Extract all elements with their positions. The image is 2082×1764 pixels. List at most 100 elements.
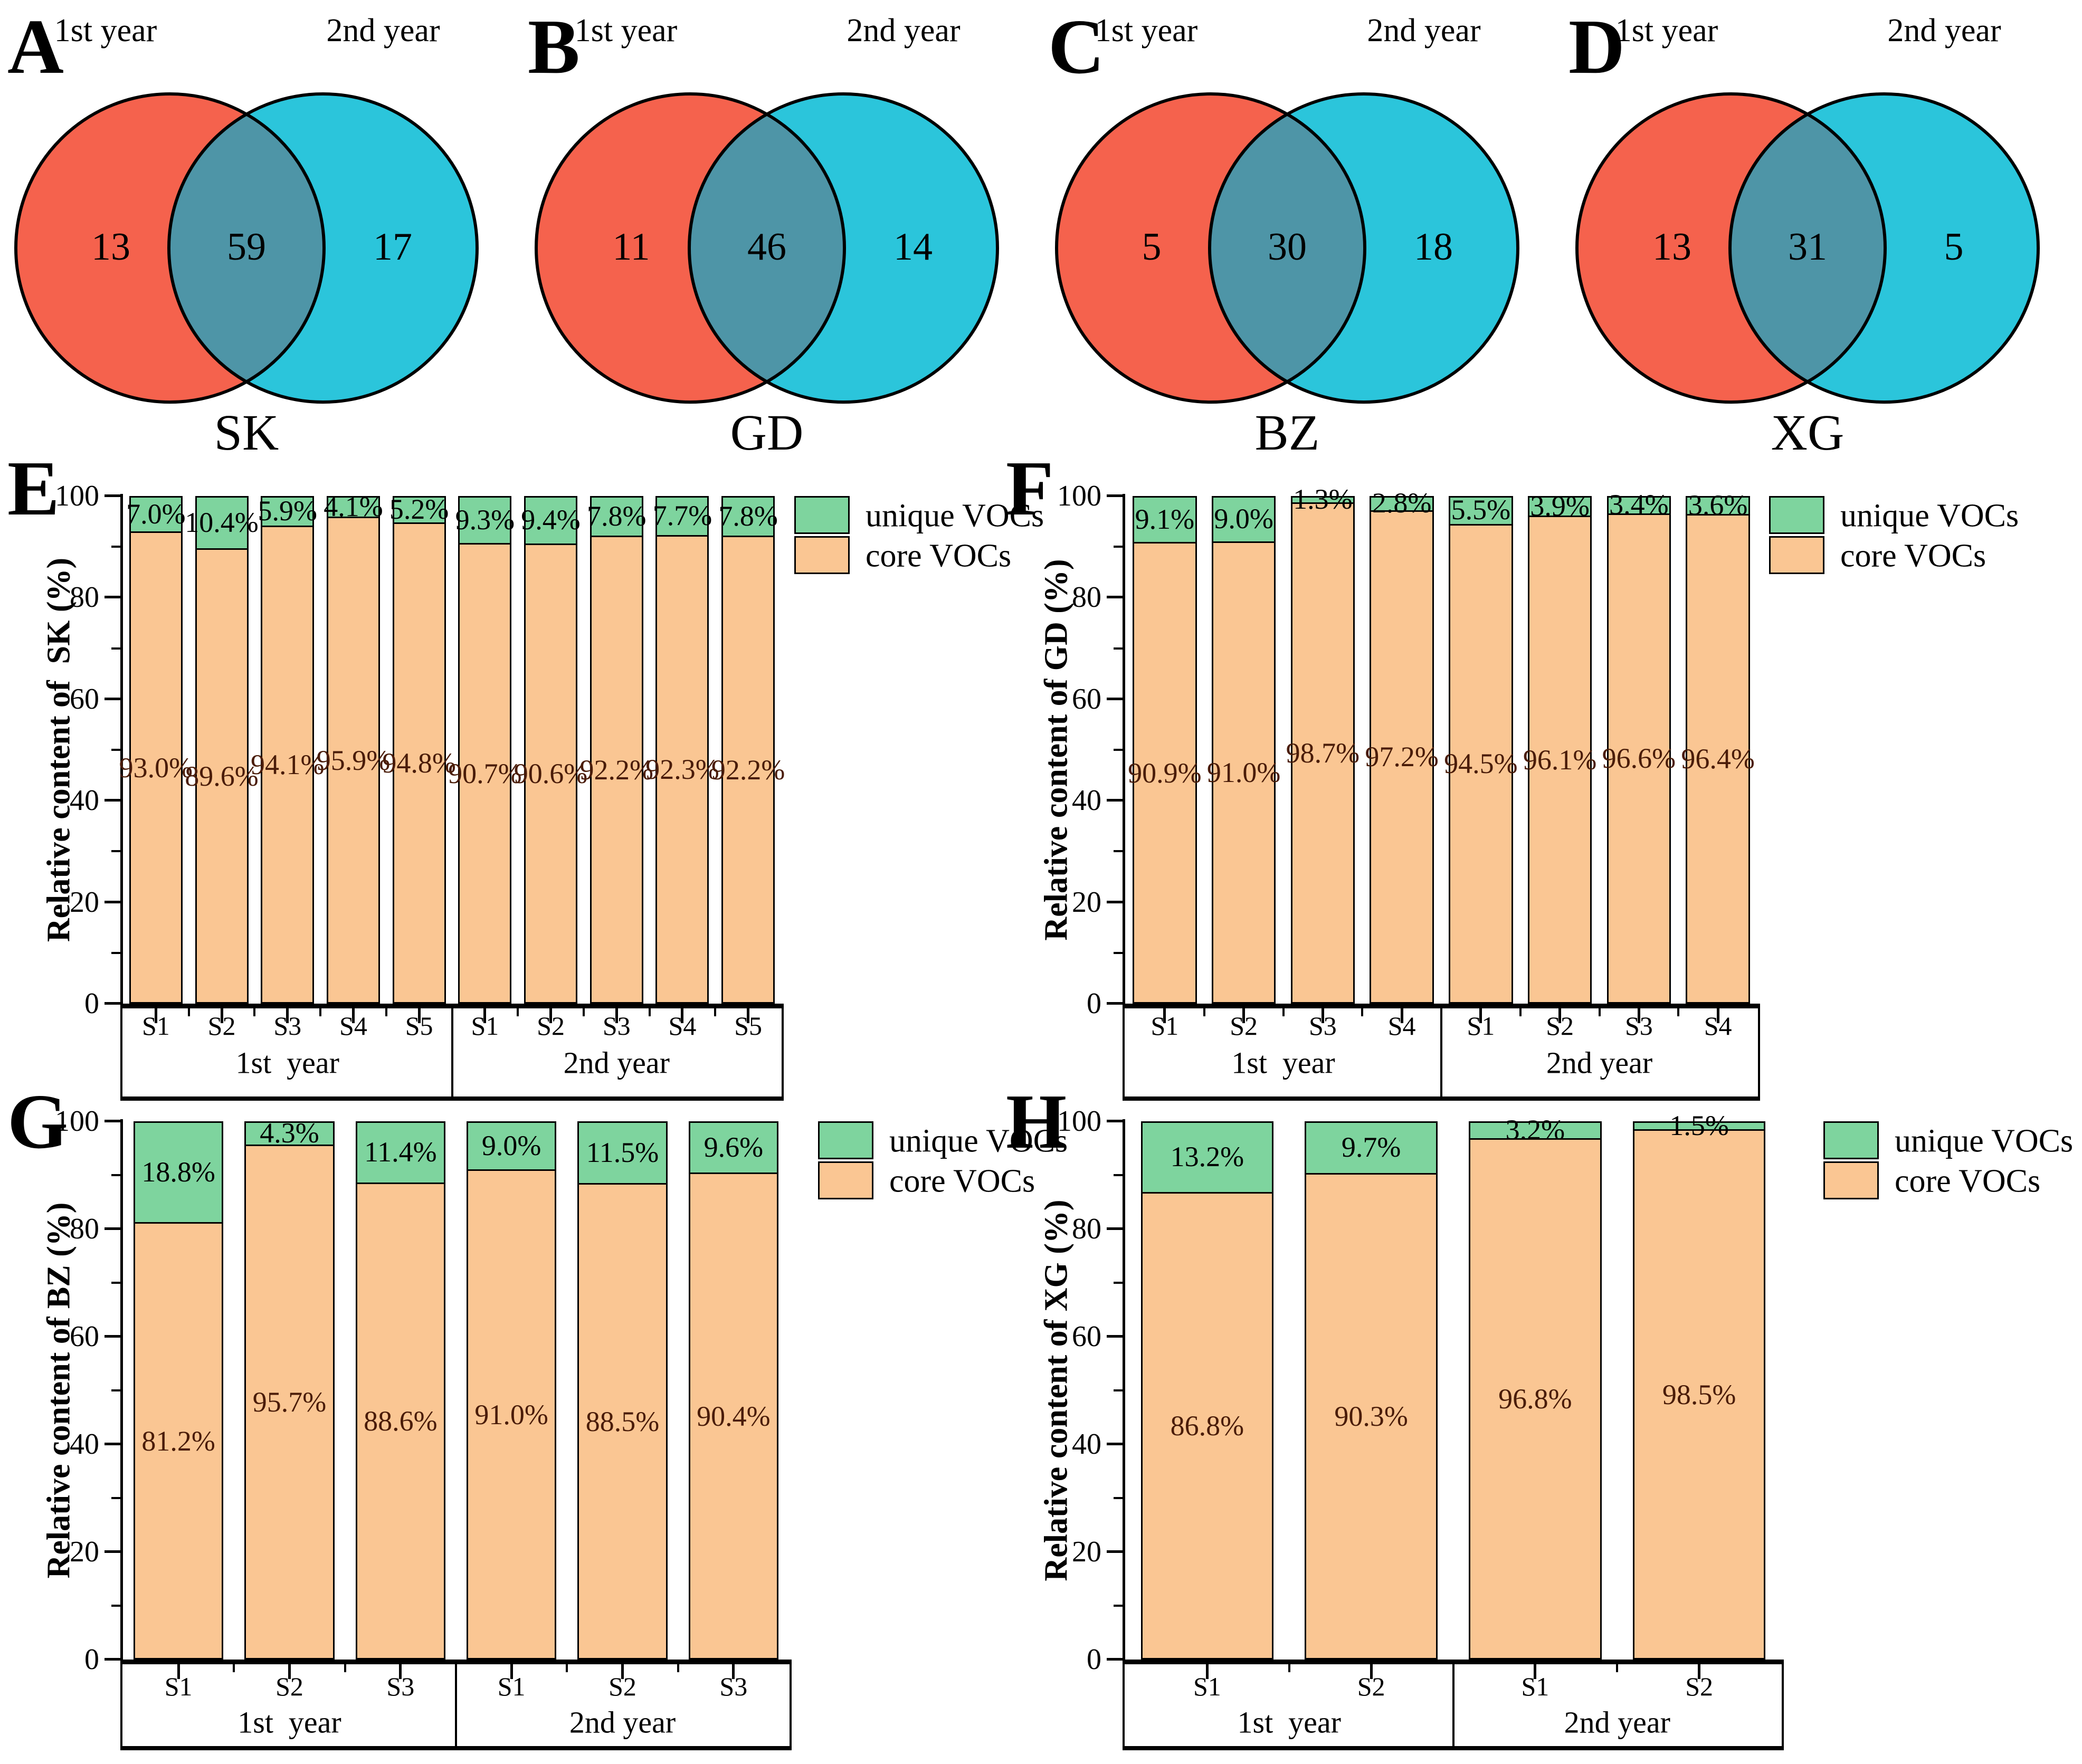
y-tick-label-20: 20 [1072, 885, 1101, 919]
bar-segment-unique [1608, 498, 1670, 515]
x-group-label-2nd-year: 2nd year [563, 1045, 670, 1080]
bar-segment-unique [262, 498, 313, 528]
panel-letter: A [7, 4, 64, 90]
y-tick-10 [1114, 1605, 1123, 1607]
bar-G-0-S3 [355, 1121, 445, 1660]
venn-count-overlap: 46 [747, 225, 786, 269]
x-category-label: S5 [405, 1011, 433, 1041]
bar-segment-unique [1470, 1123, 1600, 1140]
unique-value-label: 1.3% [1293, 483, 1353, 516]
venn-count-right: 5 [1944, 225, 1964, 269]
bar-F-0-S3 [1290, 496, 1355, 1004]
legend-swatch-core [1823, 1161, 1879, 1199]
x-category-label: S4 [668, 1011, 697, 1041]
legend-label-unique: unique VOCs [889, 1123, 1068, 1159]
y-tick-100 [1107, 494, 1123, 497]
y-tick-label-60: 60 [1072, 682, 1101, 716]
unique-value-label: 13.2% [1170, 1141, 1244, 1173]
y-tick-90 [1114, 1174, 1123, 1176]
x-tick [177, 1664, 180, 1679]
core-value-label: 92.3% [645, 754, 719, 786]
y-tick-50 [1114, 1389, 1123, 1391]
x-group-label-1st-year: 1st year [237, 1705, 341, 1740]
venn-title: GD [730, 404, 804, 461]
legend-label-core: core VOCs [1840, 538, 1986, 574]
unique-value-label: 11.4% [364, 1136, 437, 1168]
y-tick-label-80: 80 [70, 1213, 99, 1245]
y-tick-label-0: 0 [1087, 987, 1101, 1020]
unique-value-label: 9.4% [521, 504, 581, 536]
x-category-label: S1 [164, 1672, 193, 1701]
bar-F-1-S2 [1527, 496, 1592, 1004]
bar-H-0-S2 [1305, 1121, 1438, 1660]
legend-label-unique: unique VOCs [866, 498, 1044, 534]
venn-count-left: 5 [1142, 225, 1162, 269]
core-value-label: 90.7% [448, 757, 522, 789]
y-tick-40 [104, 799, 120, 802]
venn-count-right: 17 [373, 225, 412, 269]
venn-label-1st-year: 1st year [1615, 13, 1718, 49]
x-group-label-2nd-year: 2nd year [1564, 1705, 1670, 1740]
y-tick-label-80: 80 [70, 581, 99, 614]
bar-E-1-S3 [590, 496, 643, 1004]
y-tick-100 [104, 1120, 120, 1122]
y-tick-label-20: 20 [70, 885, 99, 919]
y-tick-label-0: 0 [84, 987, 99, 1020]
legend-label-core: core VOCs [1895, 1163, 2041, 1199]
bar-G-1-S3 [688, 1121, 778, 1660]
legend-swatch-core [1769, 536, 1824, 574]
core-value-label: 92.2% [711, 754, 785, 786]
x-category-label: S2 [1546, 1011, 1574, 1041]
y-tick-label-40: 40 [70, 1428, 99, 1461]
y-tick-60 [104, 697, 120, 700]
x-tick [1163, 1008, 1166, 1023]
x-axis-line [1123, 1660, 1784, 1664]
x-tick [1242, 1008, 1246, 1023]
x-tick [1698, 1664, 1701, 1679]
bar-segment-unique [1529, 498, 1591, 518]
unique-value-label: 11.5% [586, 1136, 659, 1168]
bar-E-1-S2 [524, 496, 578, 1004]
y-tick-20 [104, 900, 120, 903]
legend-swatch-core [794, 536, 850, 574]
bar-segment-unique [246, 1123, 333, 1146]
x-category-label: S1 [1193, 1672, 1221, 1701]
unique-value-label: 5.9% [258, 495, 317, 527]
y-tick-label-100: 100 [55, 1105, 99, 1138]
x-category-label: S1 [1521, 1672, 1549, 1701]
x-category-label: S2 [207, 1011, 236, 1041]
y-tick-10 [1114, 951, 1123, 954]
x-minor-tick [1361, 1008, 1364, 1016]
core-value-label: 97.2% [1365, 741, 1439, 773]
x-tick [399, 1664, 402, 1679]
bar-segment-unique [1371, 498, 1432, 512]
bar-segment-unique [1142, 1123, 1272, 1194]
x-minor-tick [1616, 1664, 1619, 1672]
x-tick [1479, 1008, 1482, 1023]
x-tick [510, 1664, 513, 1679]
y-tick-40 [104, 1443, 120, 1445]
y-tick-70 [1114, 1282, 1123, 1284]
unique-value-label: 18.8% [141, 1156, 215, 1188]
venn-count-left: 13 [1652, 225, 1691, 269]
legend-swatch-unique [1769, 496, 1824, 534]
venn-count-left: 13 [91, 225, 130, 269]
unique-value-label: 7.7% [652, 500, 712, 532]
bar-segment-unique [1134, 498, 1195, 543]
venn-circle-2nd-year-outline [167, 92, 479, 404]
bar-E-0-S5 [392, 496, 446, 1004]
x-group-divider [455, 1664, 457, 1750]
x-minor-tick [1288, 1664, 1290, 1672]
y-tick-10 [111, 1605, 120, 1607]
y-tick-label-80: 80 [1072, 581, 1101, 614]
bar-segment-unique [526, 498, 576, 545]
unique-value-label: 3.9% [1530, 490, 1590, 522]
y-tick-0 [104, 1002, 120, 1005]
bar-H-1-S2 [1632, 1121, 1766, 1660]
y-tick-90 [1114, 546, 1123, 548]
unique-value-label: 9.3% [455, 503, 515, 536]
y-tick-30 [111, 1497, 120, 1499]
